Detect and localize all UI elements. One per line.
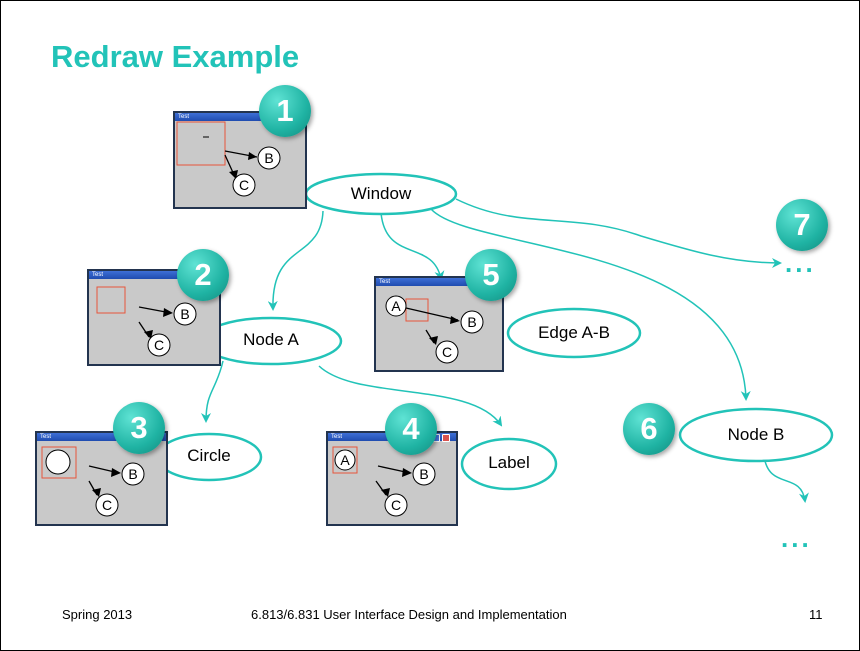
node-b: Node B [727, 425, 785, 444]
node-a: Node A [243, 330, 299, 349]
graph-node-a: A [340, 452, 350, 468]
window-close-icon [442, 434, 450, 442]
window-caption: Test [379, 279, 391, 285]
more-ellipsis-top: ... [785, 248, 816, 278]
window-caption: Test [40, 434, 52, 440]
node-edge-ab-shape [506, 307, 642, 359]
step-badge-4: 4 [385, 403, 437, 455]
footer-date: Spring 2013 [62, 607, 133, 622]
edge-window-nodeb [430, 208, 751, 401]
graph-node-c: C [442, 344, 452, 360]
window-titlebar: Test [37, 433, 166, 441]
edge-window-nodea [267, 210, 324, 311]
window-caption: Test [331, 434, 343, 440]
step-badge-3: 3 [113, 402, 165, 454]
graph-node-b: B [467, 314, 476, 330]
edge-nodeb-more [763, 455, 809, 503]
step-badge-1: 1 [259, 85, 311, 137]
edge-nodea-label [318, 365, 503, 427]
graph-node-a: A [391, 298, 401, 314]
edge-nodea-circle [201, 360, 224, 423]
window-titlebar: Test [175, 113, 305, 121]
step-badge-6: 6 [623, 403, 675, 455]
window-titlebar: Test [376, 278, 502, 286]
node-window: Window [350, 184, 412, 203]
more-ellipsis-bottom: ... [781, 523, 812, 553]
node-label: Label [488, 453, 530, 472]
step-badge-5: 5 [465, 249, 517, 301]
graph-node-b: B [419, 466, 428, 482]
window-titlebar: Test [89, 271, 219, 279]
step-badge-7: 7 [776, 199, 828, 251]
node-edge-ab: Edge A-B [538, 323, 610, 342]
step-badge-2: 2 [177, 249, 229, 301]
slide-title: Redraw Example [51, 39, 300, 74]
graph-node-c: C [154, 337, 164, 353]
graph-node-c: C [391, 497, 401, 513]
footer-course: 6.813/6.831 User Interface Design and Im… [251, 607, 567, 622]
graph-node-b: B [128, 466, 137, 482]
graph-node-c: C [102, 497, 112, 513]
edge-window-more [455, 198, 782, 268]
graph-node-c: C [239, 177, 249, 193]
edge-window-edgeab [380, 212, 445, 281]
footer-page-number: 11 [809, 607, 823, 622]
graph-node-b: B [264, 150, 273, 166]
window-caption: Test [178, 114, 190, 120]
node-b-shape [678, 407, 834, 463]
graph-node-b: B [180, 306, 189, 322]
node-label-shape [460, 437, 558, 491]
window-caption: Test [92, 272, 104, 278]
node-circle: Circle [187, 446, 231, 465]
